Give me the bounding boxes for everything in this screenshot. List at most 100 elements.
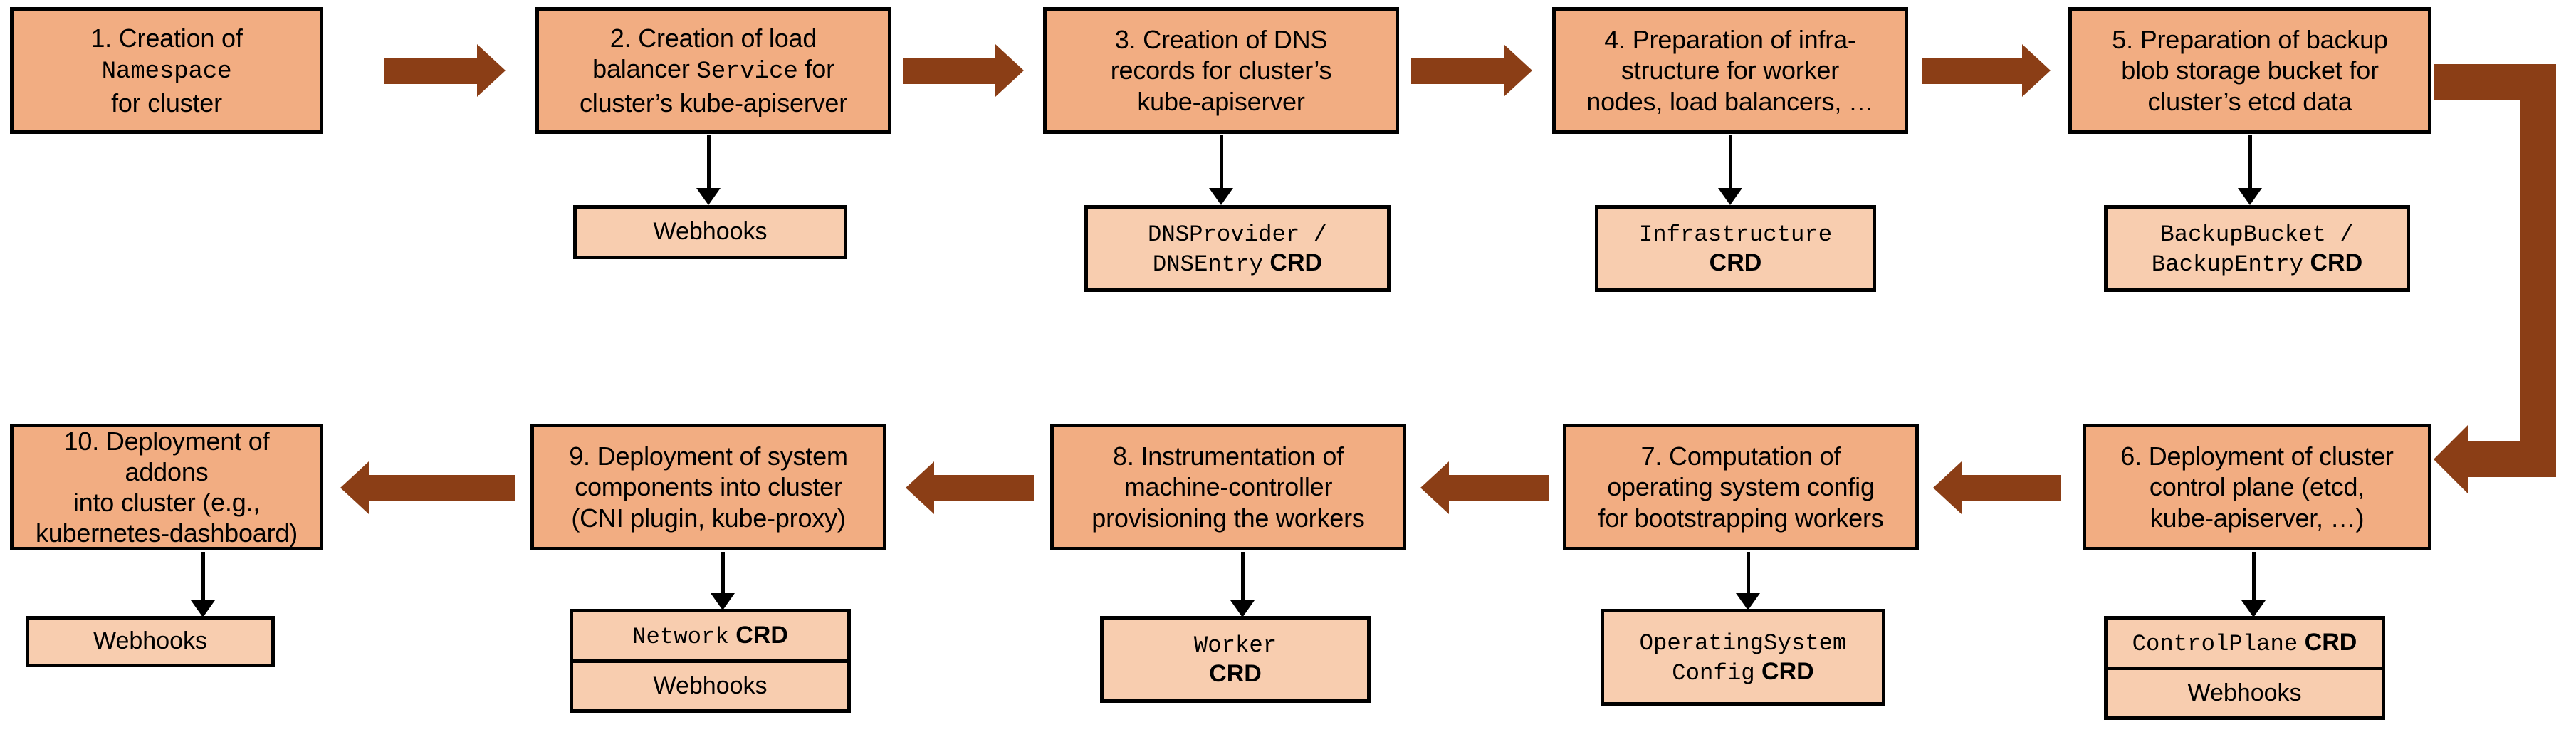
text-segment: 4. Preparation of infra- <box>1604 25 1856 55</box>
artifact-row: Webhooks <box>573 659 847 709</box>
text-segment: 1. Creation of <box>90 23 243 53</box>
text-segment: kubernetes-dashboard) <box>35 518 298 548</box>
link-stem <box>706 135 711 189</box>
arrow-shaft <box>1922 57 2022 84</box>
artifact-box-6-controlplane-crd[interactable]: ControlPlane CRD Webhooks <box>2104 616 2385 720</box>
arrow-shaft <box>369 474 515 501</box>
artifact-label: Network CRD <box>579 621 842 651</box>
arrow-shaft <box>1411 57 1504 84</box>
flow-arrow-1-to-2 <box>384 44 506 97</box>
artifact-box-9-network-crd[interactable]: Network CRD Webhooks <box>570 609 851 713</box>
text-segment: Webhooks <box>2187 679 2302 706</box>
arrow-head <box>1504 44 1532 97</box>
link-arrow-head <box>191 600 215 617</box>
artifact-label: Webhooks <box>35 627 266 656</box>
link-arrow-head <box>711 593 735 610</box>
text-segment: (CNI plugin, kube-proxy) <box>571 503 846 533</box>
artifact-link-4 <box>1716 135 1744 205</box>
link-stem <box>1240 552 1245 602</box>
link-arrow-head <box>2241 600 2266 617</box>
arrow-head <box>1420 461 1449 514</box>
text-segment: CRD <box>1262 249 1323 276</box>
arrow-head <box>906 461 934 514</box>
text-segment: provisioning the workers <box>1091 503 1365 533</box>
link-stem <box>1728 135 1732 189</box>
flow-arrow-4-to-5 <box>1922 44 2051 97</box>
arrow-shaft <box>934 474 1034 501</box>
text-segment: for cluster <box>111 88 222 117</box>
artifact-link-3 <box>1207 135 1235 205</box>
artifact-link-5 <box>2236 135 2264 205</box>
text-segment: DNSProvider / <box>1148 221 1327 248</box>
text-segment: 10. Deployment of addons <box>63 426 270 486</box>
flow-arrow-6-to-7 <box>1933 461 2061 514</box>
arrow-head <box>340 461 369 514</box>
text-segment: 5. Preparation of backup <box>2112 25 2388 55</box>
link-arrow-head <box>1230 600 1255 617</box>
flow-arrow-8-to-9 <box>906 461 1034 514</box>
text-segment: blob storage bucket for <box>2121 56 2379 85</box>
text-segment: Config <box>1672 660 1755 686</box>
artifact-label: ControlPlane CRD <box>2113 628 2376 658</box>
artifact-row: ControlPlane CRD <box>2108 620 2382 667</box>
text-segment: structure for worker <box>1621 56 1840 85</box>
text-segment: Worker <box>1193 632 1277 659</box>
artifact-label: DNSProvider / DNSEntry CRD <box>1094 219 1381 279</box>
text-segment: Webhooks <box>653 672 768 699</box>
link-arrow-head <box>1209 188 1233 205</box>
artifact-row: DNSProvider / DNSEntry CRD <box>1088 209 1387 288</box>
text-segment: CRD <box>1209 660 1262 688</box>
text-segment: nodes, load balancers, … <box>1586 86 1874 116</box>
text-segment: CRD <box>2298 628 2357 656</box>
flow-arrow-2-to-3 <box>903 44 1024 97</box>
text-segment: Webhooks <box>653 218 768 246</box>
link-stem <box>1219 135 1223 189</box>
text-segment: Namespace <box>101 58 232 86</box>
arrow-shaft <box>903 57 995 84</box>
artifact-box-2-webhooks[interactable]: Webhooks <box>573 205 847 259</box>
artifact-box-10-webhooks[interactable]: Webhooks <box>26 616 275 667</box>
arrow-shaft <box>1962 474 2061 501</box>
artifact-link-10 <box>189 552 217 617</box>
link-arrow-head <box>1718 188 1742 205</box>
elbow-segment-horizontal-bottom <box>2468 441 2556 477</box>
text-segment: Infrastructure <box>1638 221 1833 249</box>
text-segment: 6. Deployment of cluster <box>2120 441 2394 471</box>
text-segment: 3. Creation of DNS <box>1114 25 1328 55</box>
text-segment: records for cluster’s <box>1110 56 1332 85</box>
text-segment: cluster’s etcd data <box>2147 86 2352 116</box>
artifact-row: BackupBucket /BackupEntry CRD <box>2108 209 2407 288</box>
artifact-box-5-backup-crd[interactable]: BackupBucket /BackupEntry CRD <box>2104 205 2410 292</box>
artifact-box-3-dns-crd[interactable]: DNSProvider / DNSEntry CRD <box>1084 205 1391 292</box>
artifact-label: Webhooks <box>2113 679 2376 708</box>
text-segment: cluster’s kube-apiserver <box>579 88 848 117</box>
step-box-4[interactable]: 4. Preparation of infra-structure for wo… <box>1552 7 1908 134</box>
text-segment: 8. Instrumentation of <box>1113 441 1344 471</box>
artifact-label: BackupBucket /BackupEntry CRD <box>2113 219 2401 279</box>
link-stem <box>721 552 725 595</box>
text-segment: CRD <box>1709 249 1762 277</box>
flow-arrow-3-to-4 <box>1411 44 1532 97</box>
artifact-link-8 <box>1228 552 1257 617</box>
text-segment: DNSEntry <box>1152 251 1263 278</box>
